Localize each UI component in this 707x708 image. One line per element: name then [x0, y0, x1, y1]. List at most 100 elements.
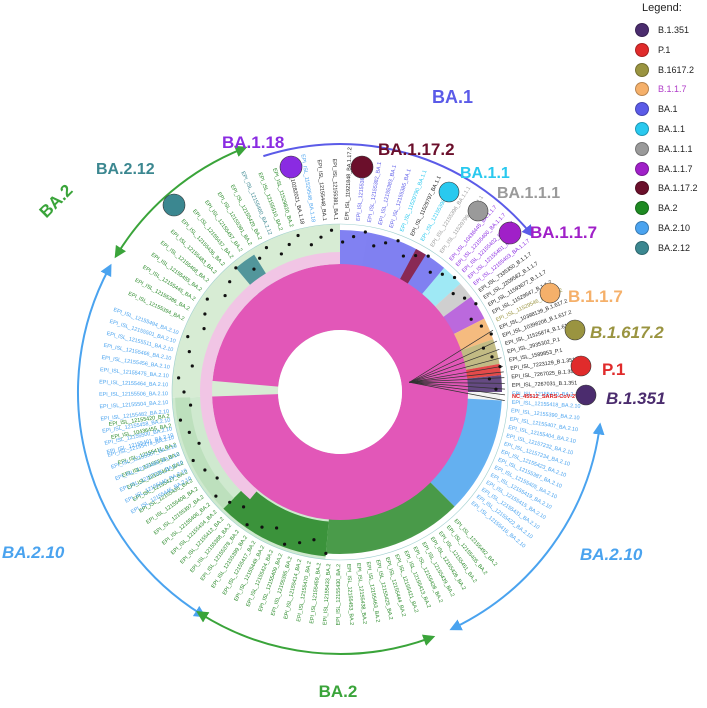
legend-swatch: [635, 62, 649, 77]
legend-item: BA.2.10: [632, 220, 707, 238]
legend-label: BA.1.1.7: [658, 163, 693, 174]
legend-swatch: [635, 23, 649, 37]
tree-node: [474, 302, 478, 306]
tree-branch: [409, 329, 494, 383]
tree-center-hole: [278, 330, 402, 454]
tree-node: [203, 468, 207, 472]
marker-ba2-12: [162, 193, 186, 217]
tree-branch: [409, 381, 506, 396]
leaf-label: EPI_ISL_7267025_B.1.351: [511, 369, 577, 381]
legend-swatch: [635, 122, 649, 136]
tree-node: [312, 538, 316, 542]
legend-item: BA.1: [632, 101, 707, 119]
tree-node: [234, 266, 238, 270]
tree-branch: [409, 381, 505, 401]
leaf-label: EPI_ISL_12155453_BA.2: [345, 564, 354, 626]
leaf-label: EPI_ISL_7267031_B.1.351: [512, 380, 578, 388]
tree-node: [487, 377, 492, 381]
tree-node: [187, 430, 191, 434]
tree-branch: [409, 381, 505, 384]
leaf-label: EPI_ISL_12155410_BA.2.10: [512, 391, 581, 398]
legend-swatch: [635, 201, 649, 216]
radial-tree: [171, 223, 509, 561]
tree-node: [384, 241, 388, 245]
clade-label-ba1-1-1: BA.1.1.1: [497, 185, 560, 202]
tree-node: [245, 523, 249, 527]
tree-node: [351, 234, 356, 239]
leaf-label: EPI_ISL_12155418_BA.2.10: [511, 400, 580, 410]
clade-label-ba2-top: BA.2: [36, 181, 77, 222]
tree-node: [279, 252, 283, 256]
tree-node: [462, 296, 467, 300]
legend-label: BA.1.1.1: [658, 143, 693, 154]
arc-ba2-10-left: [77, 263, 207, 618]
legend-label: B.1.1.7: [658, 84, 687, 95]
tree-node: [494, 387, 498, 391]
tree-node: [282, 542, 287, 546]
tree-node: [319, 235, 323, 239]
clade-label-ba2-10-left: BA.2.10: [2, 543, 65, 562]
clade-label-ba1-17-2: BA.1.17.2: [378, 140, 455, 159]
legend-item: B.1617.2: [632, 62, 707, 80]
tree-node: [414, 253, 418, 258]
legend-item: P.1: [632, 42, 707, 60]
leaf-label: EPI_ISL_11921848_BA.1.17.2: [344, 147, 353, 220]
clade-label-p1: P.1: [602, 360, 625, 379]
clade-label-b16172: B.1.617.2: [590, 323, 664, 342]
leaf-label: EPI_ISL_12155430_BA.2: [336, 564, 342, 625]
tree-node: [191, 458, 195, 463]
tree-node: [258, 256, 262, 260]
tree-node: [223, 293, 227, 298]
clade-label-ba1-1-7: BA.1.1.7: [530, 223, 597, 242]
tree-branch: [409, 348, 500, 383]
legend-item: BA.2.12: [632, 240, 707, 258]
tree-node: [215, 476, 219, 480]
tree-node: [440, 272, 444, 276]
legend-item: BA.1.1.1: [632, 141, 707, 159]
tree-node: [426, 254, 430, 258]
leaf-label: EPI_ISL_12155438_BA.2: [355, 563, 368, 625]
tree-node: [451, 291, 455, 296]
clade-markers: [162, 155, 597, 406]
tree-node: [203, 312, 207, 316]
legend-label: P.1: [658, 44, 671, 55]
marker-b1351: [575, 384, 597, 406]
tree-node: [188, 403, 193, 407]
tree-inner-halo: [200, 252, 340, 500]
leaf-label: EPI_ISL_12155504_BA.2.10: [99, 400, 168, 410]
tree-node: [241, 505, 246, 509]
legend-label: B.1617.2: [658, 64, 695, 75]
tree-branch: [409, 365, 504, 383]
legend-item: BA.2: [632, 200, 707, 218]
marker-ba1-1: [438, 181, 460, 203]
tree-node: [298, 541, 302, 545]
tree-node: [341, 240, 345, 244]
legend-swatch: [635, 240, 649, 255]
legend-label: BA.2: [658, 203, 678, 214]
root-label: NC_45512_SARS-CoV-2Wuhan: [512, 394, 594, 400]
tree-node: [205, 297, 209, 301]
clade-label-b1351: B.1.351: [606, 389, 666, 408]
arc-ba2-10-right: [449, 422, 605, 631]
tree-node: [498, 365, 502, 369]
tree-node: [228, 500, 232, 504]
legend-label: BA.1.17.2: [658, 183, 698, 194]
tree-node: [186, 334, 190, 339]
clade-label-ba1-18: BA.1.18: [222, 133, 284, 152]
legend-title: Legend:: [642, 2, 682, 14]
tree-node: [228, 280, 232, 284]
tree-branch: [409, 357, 502, 383]
tree-branch: [409, 371, 504, 383]
tree-node: [324, 551, 328, 555]
legend-item: B.1.351: [632, 22, 707, 40]
marker-b16172: [564, 319, 586, 341]
legend-item: B.1.1.7: [632, 81, 707, 99]
tree-node: [264, 246, 269, 250]
tree-node: [252, 267, 256, 271]
legend-swatch: [635, 161, 649, 176]
tree-node: [479, 324, 483, 328]
marker-ba1-18: [279, 155, 303, 179]
legend-label: BA.2.12: [658, 242, 691, 253]
